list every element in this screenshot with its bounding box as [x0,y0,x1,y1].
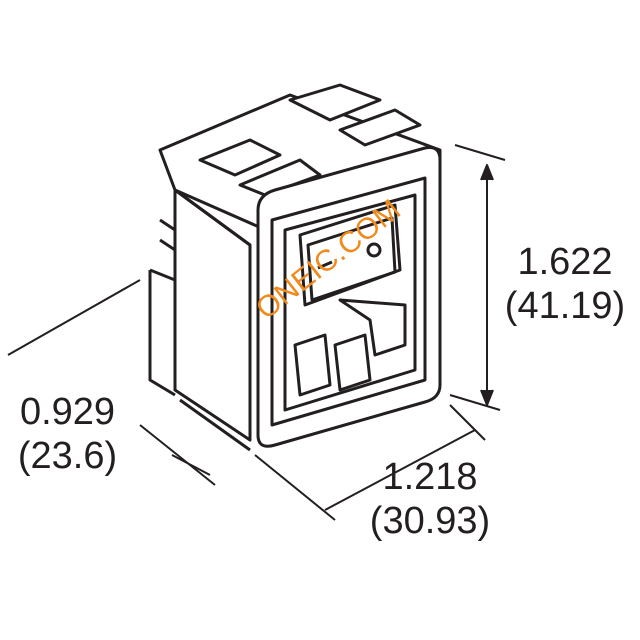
width-dimension: 1.218 (30.93) [355,455,505,543]
height-mm: (41.19) [504,285,626,327]
height-dimension: 1.622 (41.19) [495,240,635,328]
depth-mm: (23.6) [17,435,118,477]
rocker-switch [298,203,402,307]
width-mm: (30.93) [369,500,491,542]
height-inch: 1.622 [517,241,613,283]
connector-pins [293,298,407,397]
dimension-lines [7,144,506,521]
module-body [148,83,442,452]
depth-inch: 0.929 [19,391,116,433]
width-inch: 1.218 [382,456,478,498]
depth-dimension: 0.929 (23.6) [0,390,135,478]
